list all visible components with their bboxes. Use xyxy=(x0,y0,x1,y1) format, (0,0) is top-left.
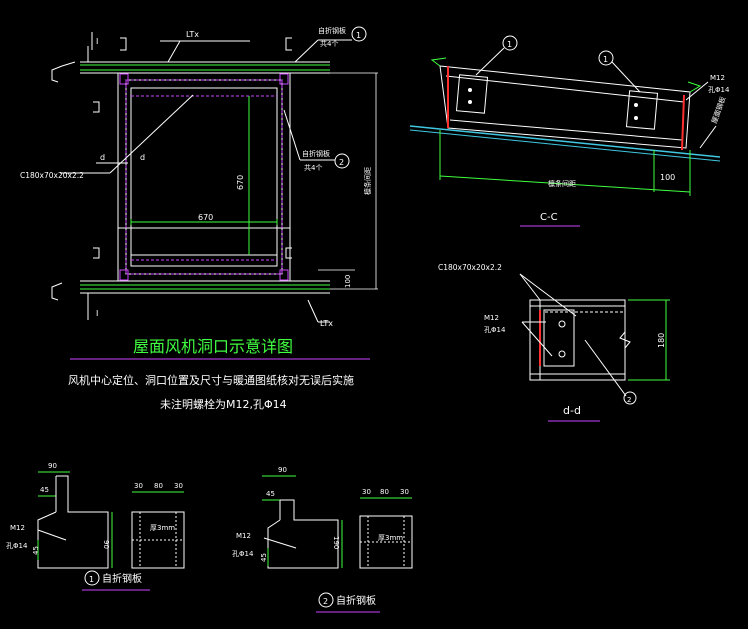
section-mark-left: d xyxy=(100,153,105,162)
p2-dim-45v: 45 xyxy=(260,553,268,562)
plate-1-detail: 90 45 90 M12 孔Φ14 45 30 80 30 厚3mm 1 自折钢… xyxy=(6,462,185,591)
p1-label-hole: 孔Φ14 xyxy=(6,542,28,550)
label-lt-bottom: LTx xyxy=(320,319,333,328)
cc-label-m12: M12 xyxy=(710,74,725,82)
p1-dim-90: 90 xyxy=(48,462,57,470)
p2-label-m12: M12 xyxy=(236,532,251,540)
section-mark-top: I xyxy=(96,37,98,46)
dim-100: 100 xyxy=(344,275,352,288)
section-mark-right: d xyxy=(140,153,145,162)
p1-caption-num: 1 xyxy=(89,575,94,584)
p2-dim-30b: 30 xyxy=(400,488,409,496)
p2-caption-num: 2 xyxy=(323,597,328,606)
main-title: 屋面风机洞口示意详图 xyxy=(133,337,293,356)
p1-dim-30b: 30 xyxy=(174,482,183,490)
p2-dim-45: 45 xyxy=(266,490,275,498)
label-lt-top: LTx xyxy=(186,30,199,39)
opening-frame xyxy=(117,72,291,282)
dd-title: d-d xyxy=(563,404,581,417)
section-mark-bottom: I xyxy=(96,309,98,318)
p2-dim-30a: 30 xyxy=(362,488,371,496)
dd-dim-180: 180 xyxy=(657,333,666,348)
plate-2-detail: 90 45 190 M12 孔Φ14 45 30 80 30 厚3mm 2 自折… xyxy=(232,466,413,613)
dim-inner-height: 670 xyxy=(236,175,245,190)
dim-purlin-spacing: 檩条间距 xyxy=(363,167,372,195)
cc-callout-1a: 1 xyxy=(507,40,512,49)
p2-label-hole: 孔Φ14 xyxy=(232,550,254,558)
label-member: C180x70x20x2.2 xyxy=(20,171,84,180)
cc-dim-100: 100 xyxy=(660,173,675,182)
p1-label-m12: M12 xyxy=(10,524,25,532)
p2-dim-190v: 190 xyxy=(332,536,340,549)
note-line-1: 风机中心定位、洞口位置及尺寸与暖通图纸核对无误后实施 xyxy=(68,373,354,387)
dim-inner-width: 670 xyxy=(198,213,213,222)
cc-title: C-C xyxy=(540,212,558,223)
dd-label-member: C180x70x20x2.2 xyxy=(438,263,502,272)
section-dd: C180x70x20x2.2 180 M12 孔Φ14 2 d-d xyxy=(438,263,670,422)
p1-dim-30a: 30 xyxy=(134,482,143,490)
label-plate-top-qty: 共4个 xyxy=(320,39,338,48)
cc-label-panel: 屋面钢板 xyxy=(709,95,727,124)
p1-caption: 自折钢板 xyxy=(102,572,142,585)
label-plate-top: 自折钢板 xyxy=(318,26,346,35)
dd-label-hole: 孔Φ14 xyxy=(484,326,506,334)
callout-2: 2 xyxy=(339,158,344,167)
p2-dim-80: 80 xyxy=(380,488,389,496)
note-line-2: 未注明螺栓为M12,孔Φ14 xyxy=(160,397,287,411)
callout-1-circle xyxy=(351,26,367,42)
p2-caption: 自折钢板 xyxy=(336,594,376,607)
cc-label-hole: 孔Φ14 xyxy=(708,86,730,94)
callout-1: 1 xyxy=(356,31,361,40)
bottom-purlin xyxy=(51,101,330,323)
p1-thickness: 厚3mm xyxy=(150,524,175,532)
label-plate-mid: 自折钢板 xyxy=(302,149,330,158)
cc-dim-span: 檩条间距 xyxy=(548,179,576,188)
p2-thickness: 厚3mm xyxy=(378,534,403,542)
dd-callout-2: 2 xyxy=(627,396,631,404)
main-plan-view: LTx I LTx I xyxy=(20,26,378,411)
p1-dim-90v: 90 xyxy=(102,540,110,549)
callout-2-circle xyxy=(334,153,350,169)
cc-callout-1b: 1 xyxy=(603,55,608,64)
p1-dim-80: 80 xyxy=(154,482,163,490)
section-cc: 檩条间距 100 1 1 M12 孔Φ14 屋面钢板 C-C xyxy=(409,35,730,227)
p2-dim-90: 90 xyxy=(278,466,287,474)
dd-label-m12: M12 xyxy=(484,314,499,322)
p1-dim-45v: 45 xyxy=(32,546,40,555)
label-plate-mid-qty: 共4个 xyxy=(304,163,322,172)
p1-dim-45: 45 xyxy=(40,486,49,494)
